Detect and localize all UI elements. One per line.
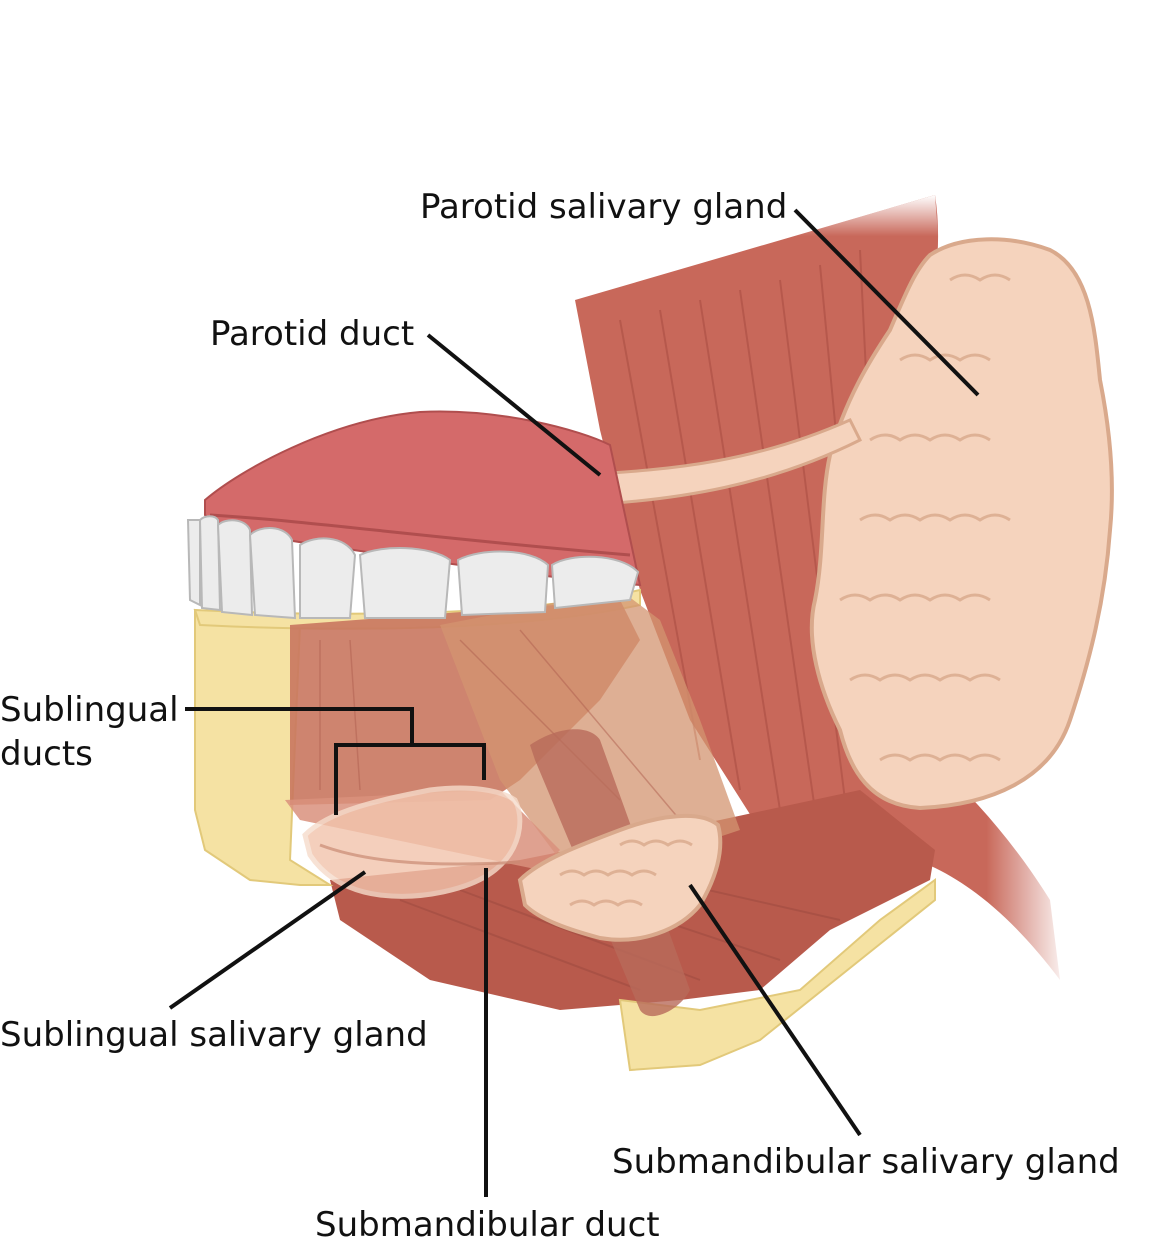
leader-submandibular-gland	[688, 883, 862, 1137]
leader-lines	[168, 208, 980, 1197]
label-submandibular-duct: Submandibular duct	[315, 1205, 660, 1245]
label-parotid-salivary-gland: Parotid salivary gland	[420, 187, 788, 227]
leader-sublingual-ducts-branch	[334, 743, 486, 815]
label-submandibular-salivary-gland: Submandibular salivary gland	[612, 1142, 1120, 1182]
label-parotid-duct: Parotid duct	[210, 314, 415, 354]
leader-parotid-gland	[793, 208, 980, 397]
submandibular-gland	[517, 814, 723, 942]
leader-sublingual-ducts	[185, 707, 414, 745]
teeth	[186, 515, 640, 620]
label-sublingual-salivary-gland: Sublingual salivary gland	[0, 1015, 428, 1055]
label-sublingual-ducts-line2: ducts	[0, 734, 93, 775]
label-sublingual-ducts: Sublingual ducts	[0, 688, 190, 776]
leader-sublingual-gland	[168, 870, 367, 1010]
leader-parotid-duct	[426, 333, 602, 477]
floor-of-mouth	[290, 590, 740, 860]
label-sublingual-ducts-line1: Sublingual	[0, 690, 179, 730]
sublingual-gland	[302, 785, 523, 899]
